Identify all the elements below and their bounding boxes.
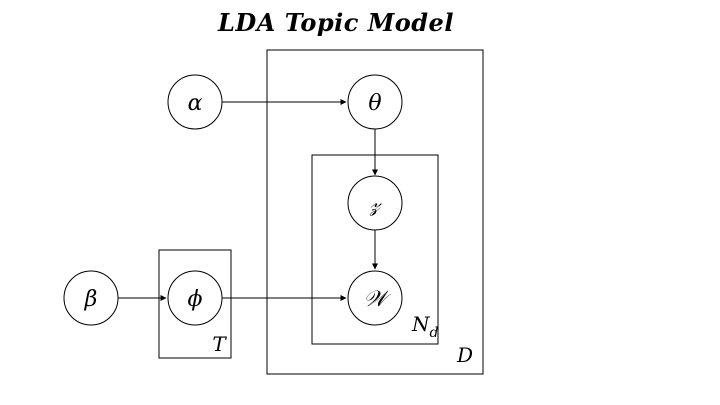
diagram-title: LDA Topic Model — [218, 8, 454, 37]
node-alpha: α — [167, 74, 223, 130]
node-beta: β — [63, 270, 119, 326]
node-phi-label: ϕ — [188, 287, 203, 312]
node-theta-label: θ — [368, 91, 381, 116]
plate-topics — [158, 249, 232, 359]
node-alpha-label: α — [188, 91, 203, 116]
plate-words-label-subscript: d — [430, 325, 439, 341]
plate-words-label-main: N — [411, 312, 431, 336]
plate-documents — [266, 49, 484, 375]
node-phi: ϕ — [167, 270, 223, 326]
plate-documents-label: D — [456, 343, 473, 367]
node-beta-label: β — [84, 287, 98, 312]
node-z: 𝓏 — [347, 175, 403, 231]
node-theta: θ — [347, 74, 403, 130]
node-w: 𝒲 — [347, 270, 403, 326]
node-z-label: 𝓏 — [369, 192, 382, 217]
plate-words-label: Nd — [411, 312, 439, 341]
plate-topics-label: T — [212, 332, 227, 356]
